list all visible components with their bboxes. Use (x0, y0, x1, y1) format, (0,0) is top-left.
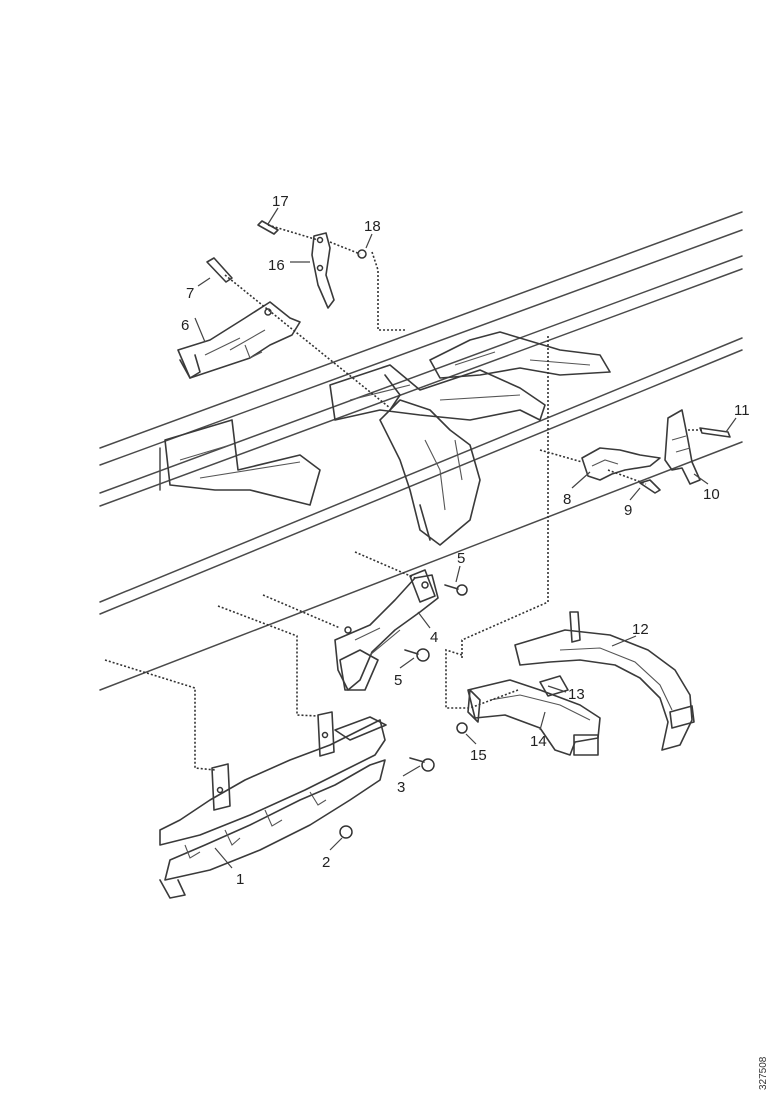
callout-12: 12 (632, 621, 649, 638)
part-14-bracket (467, 675, 601, 756)
figure-id: 327508 (758, 1056, 769, 1090)
callout-15: 15 (470, 747, 487, 764)
callout-4: 4 (430, 629, 438, 646)
callout-3: 3 (397, 779, 405, 796)
part-16-strap (257, 220, 367, 309)
part-12-mudguard (514, 611, 695, 751)
callout-14: 14 (530, 733, 547, 750)
assembly-lines (104, 224, 702, 771)
callout-16: 16 (268, 257, 285, 274)
callout-7: 7 (186, 285, 194, 302)
callout-1: 1 (236, 871, 244, 888)
part-6-bracket (177, 257, 301, 379)
callout-leaders (194, 207, 737, 869)
callout-2: 2 (322, 854, 330, 871)
callout-18: 18 (364, 218, 381, 235)
callout-13: 13 (568, 686, 585, 703)
callouts: 1 2 3 4 5 5 6 7 8 9 10 11 12 13 14 15 16… (181, 193, 750, 888)
callout-5-lower: 5 (394, 672, 402, 689)
callout-6: 6 (181, 317, 189, 334)
callout-10: 10 (703, 486, 720, 503)
chassis-frame (99, 211, 743, 691)
part-4-bracket (334, 569, 439, 691)
callout-8: 8 (563, 491, 571, 508)
fasteners (339, 584, 468, 839)
callout-17: 17 (272, 193, 289, 210)
callout-9: 9 (624, 502, 632, 519)
part-1-bracket (159, 711, 387, 899)
part-10-bracket (664, 409, 731, 485)
callout-5-upper: 5 (457, 550, 465, 567)
part-8-clip (581, 447, 661, 494)
callout-11: 11 (734, 402, 750, 419)
